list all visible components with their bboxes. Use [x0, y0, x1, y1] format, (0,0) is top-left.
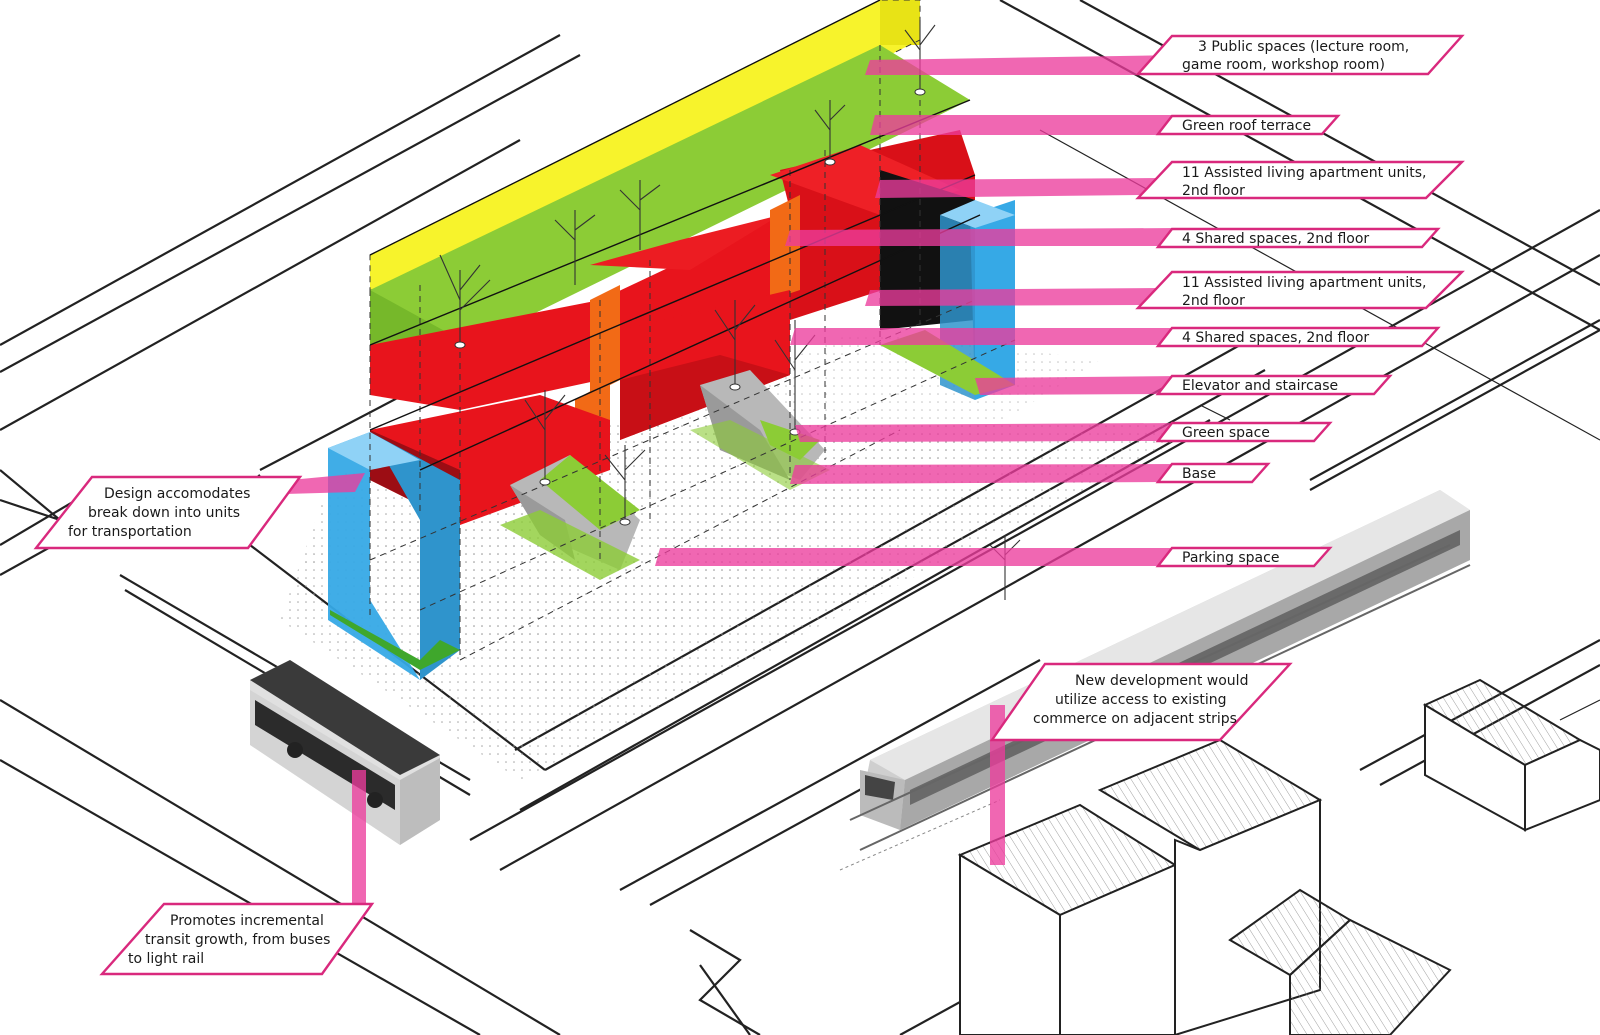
callout-green-roof: Green roof terrace: [1155, 114, 1341, 136]
elevator-core-left: [328, 432, 420, 680]
callout-transport-units: Design accomodates break down into units…: [33, 475, 303, 550]
label-transit-l2: transit growth, from buses: [145, 932, 330, 948]
assisted-units-upper: [370, 300, 600, 410]
label-elevator: Elevator and staircase: [1182, 378, 1338, 394]
callout-green-space: Green space: [1155, 421, 1333, 443]
label-green-roof: Green roof terrace: [1182, 118, 1311, 134]
public-spaces-volume: [370, 0, 920, 290]
label-assisted-lower-l2: 2nd floor: [1182, 293, 1245, 309]
callout-new-development: New development would utilize access to …: [989, 662, 1293, 742]
callout-elevator: Elevator and staircase: [1155, 374, 1393, 396]
adjacent-commercial-buildings: [957, 678, 1600, 1035]
label-public-spaces-l1: 3 Public spaces (lecture room,: [1198, 39, 1409, 55]
callout-assisted-lower: 11 Assisted living apartment units, 2nd …: [1135, 270, 1465, 310]
label-public-spaces-l2: game room, workshop room): [1182, 57, 1385, 73]
label-assisted-upper-l2: 2nd floor: [1182, 183, 1245, 199]
label-base: Base: [1182, 466, 1216, 482]
label-assisted-upper-l1: 11 Assisted living apartment units,: [1182, 165, 1426, 181]
label-transit-l1: Promotes incremental: [170, 913, 324, 929]
callout-leaders: [285, 55, 1180, 905]
label-transport-l1: Design accomodates: [104, 486, 250, 502]
shared-spaces: [590, 285, 620, 395]
callout-shared-upper: 4 Shared spaces, 2nd floor: [1155, 227, 1441, 249]
callout-public-spaces: 3 Public spaces (lecture room, game room…: [1135, 34, 1465, 76]
label-transit-l3: to light rail: [128, 951, 204, 967]
label-shared-upper: 4 Shared spaces, 2nd floor: [1182, 231, 1369, 247]
callout-shared-lower: 4 Shared spaces, 2nd floor: [1155, 326, 1441, 348]
trees: [439, 20, 1021, 600]
callout-base: Base: [1155, 462, 1271, 484]
label-assisted-lower-l1: 11 Assisted living apartment units,: [1182, 275, 1426, 291]
callout-transit-growth: Promotes incremental transit growth, fro…: [99, 902, 375, 976]
callout-parking: Parking space: [1155, 546, 1333, 568]
label-development-l1: New development would: [1075, 673, 1248, 689]
label-transport-l3: for transportation: [68, 524, 192, 540]
green-roof-terrace: [370, 45, 970, 345]
label-green-space: Green space: [1182, 425, 1270, 441]
label-transport-l2: break down into units: [88, 505, 240, 521]
label-parking: Parking space: [1182, 550, 1279, 566]
callout-assisted-upper: 11 Assisted living apartment units, 2nd …: [1135, 160, 1465, 200]
label-shared-lower: 4 Shared spaces, 2nd floor: [1182, 330, 1369, 346]
label-development-l3: commerce on adjacent strips: [1033, 711, 1237, 727]
label-development-l2: utilize access to existing: [1055, 692, 1227, 708]
